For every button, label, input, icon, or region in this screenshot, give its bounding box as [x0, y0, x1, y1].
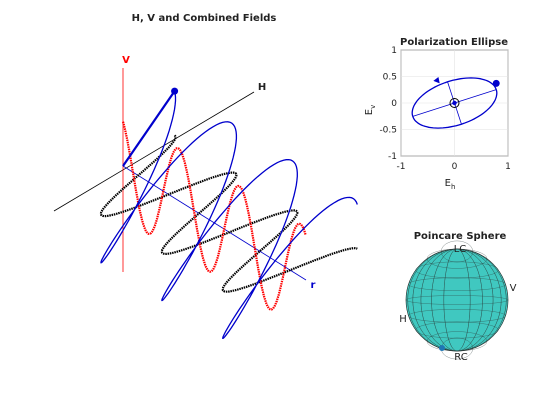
combined-field-curve: [100, 90, 358, 339]
ellipse-x-label: Eh: [445, 178, 456, 191]
h-axis-line: [53, 91, 255, 212]
sphere-longitude-line: [407, 248, 507, 352]
sphere-label-h: H: [399, 314, 407, 325]
v-field-curve: [121, 121, 307, 311]
ellipse-center-ring: [449, 98, 460, 108]
ellipse-y-label: Ev: [364, 105, 377, 115]
fields-3d-panel: H, V and Combined Fields V H r: [53, 13, 358, 339]
ellipse-y-tick-label: 0: [391, 99, 397, 109]
v-axis-label: V: [122, 55, 130, 66]
fields-3d-title: H, V and Combined Fields: [132, 13, 277, 24]
poincare-sphere-panel: Poincare Sphere LC V H RC: [399, 231, 516, 363]
ellipse-y-label-sub: v: [369, 105, 377, 109]
ellipse-y-tick-label: -1: [388, 152, 397, 162]
sphere-label-lc: LC: [454, 244, 467, 255]
ellipse-x-tick-label: 0: [452, 162, 458, 172]
ellipse-y-label-main: E: [364, 109, 375, 115]
r-axis-label: r: [311, 280, 316, 291]
poincare-sphere: [405, 248, 509, 352]
field-vector: [122, 90, 176, 167]
ellipse-y-tick-label: 0.5: [383, 73, 397, 83]
h-field-curve: [99, 134, 358, 293]
sphere-state-marker: [439, 345, 445, 351]
ellipse-x-tick-label: 1: [505, 162, 511, 172]
ellipse-direction-arrow: [433, 77, 440, 84]
field-vector-tip: [171, 87, 179, 95]
ellipse-field-marker: [492, 79, 500, 87]
ellipse-x-label-main: E: [445, 178, 451, 189]
ellipse-title: Polarization Ellipse: [400, 37, 508, 48]
ellipse-y-tick-label: 1: [391, 46, 397, 56]
ellipse-x-label-sub: h: [451, 183, 455, 191]
sphere-title: Poincare Sphere: [414, 231, 507, 242]
h-axis-label: H: [258, 82, 266, 93]
ellipse-center-dot: [452, 100, 457, 106]
sphere-label-v: V: [510, 283, 517, 294]
ellipse-x-tick-label: -1: [397, 162, 406, 172]
ellipse-y-tick-label: -0.5: [379, 126, 397, 136]
sphere-label-rc: RC: [454, 352, 467, 363]
